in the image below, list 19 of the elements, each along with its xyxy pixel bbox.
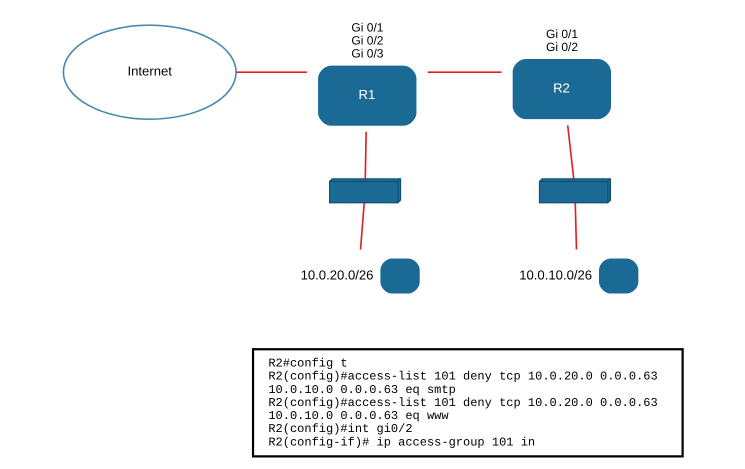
- node-ellipse: Internet: [62, 24, 236, 120]
- connector: [236, 71, 306, 73]
- node-label: Gi 0/2: [545, 40, 578, 54]
- node-label: Gi 0/3: [350, 46, 383, 61]
- node-box: R2#config t R2(config)#access-list 101 deny tcp 10.0.20.0 0.0.0.63 10.0.10.0 0.0.0.63 eq smtp R2(config)#access-list 101 deny tcp 10.0.20.0 0.0.0.63 10.0.10.0 0.0.0.63 eq www R2(config)#int gi0/2 R2(config-if)# ip access-group 101 in: [251, 348, 684, 458]
- node-box: R1: [318, 66, 416, 126]
- connector: [359, 203, 364, 250]
- connector: [364, 132, 366, 179]
- node-box: [598, 258, 638, 294]
- connector: [427, 71, 502, 73]
- node-label: Gi 0/1: [350, 20, 383, 35]
- node-label: Gi 0/2: [350, 34, 383, 48]
- connector: [566, 125, 574, 179]
- node-label: 10.0.20.0/26: [300, 267, 373, 282]
- node-box: [380, 258, 420, 294]
- node-label: 10.0.10.0/26: [518, 267, 592, 282]
- connector: [574, 203, 577, 250]
- node-label: Gi 0/1: [545, 27, 578, 42]
- node-box: R2: [512, 59, 611, 120]
